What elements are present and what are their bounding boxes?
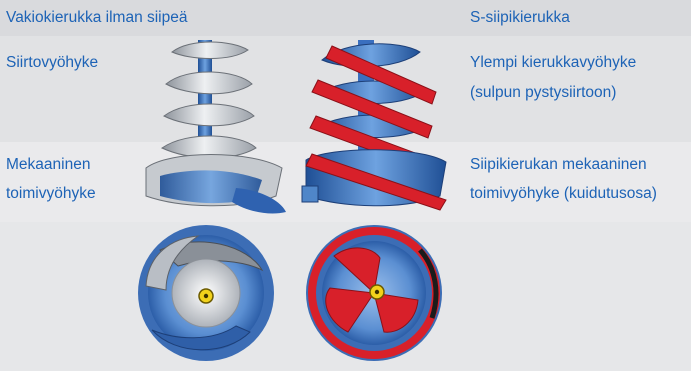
upper-zone-label-line2: (sulpun pystysiirtoon) [470, 80, 616, 105]
standard-screw-side-view [146, 40, 286, 214]
wing-mech-label-line2: toimivyöhyke (kuidutusosa) [470, 181, 657, 206]
transfer-zone-label: Siirtovyöhyke [6, 50, 98, 75]
wing-screw-side-view [302, 40, 446, 210]
right-screw-title: S-siipikierukka [470, 5, 570, 30]
wing-mech-label-line1: Siipikierukan mekaaninen [470, 152, 647, 177]
wing-screw-top-view [306, 225, 442, 361]
standard-screw-top-view [138, 225, 274, 361]
left-screw-title: Vakiokierukka ilman siipeä [6, 5, 188, 30]
upper-zone-label-line1: Ylempi kierukkavyöhyke [470, 50, 636, 75]
mech-zone-label-line2: toimivyöhyke [6, 181, 96, 206]
mech-zone-label-line1: Mekaaninen [6, 152, 90, 177]
